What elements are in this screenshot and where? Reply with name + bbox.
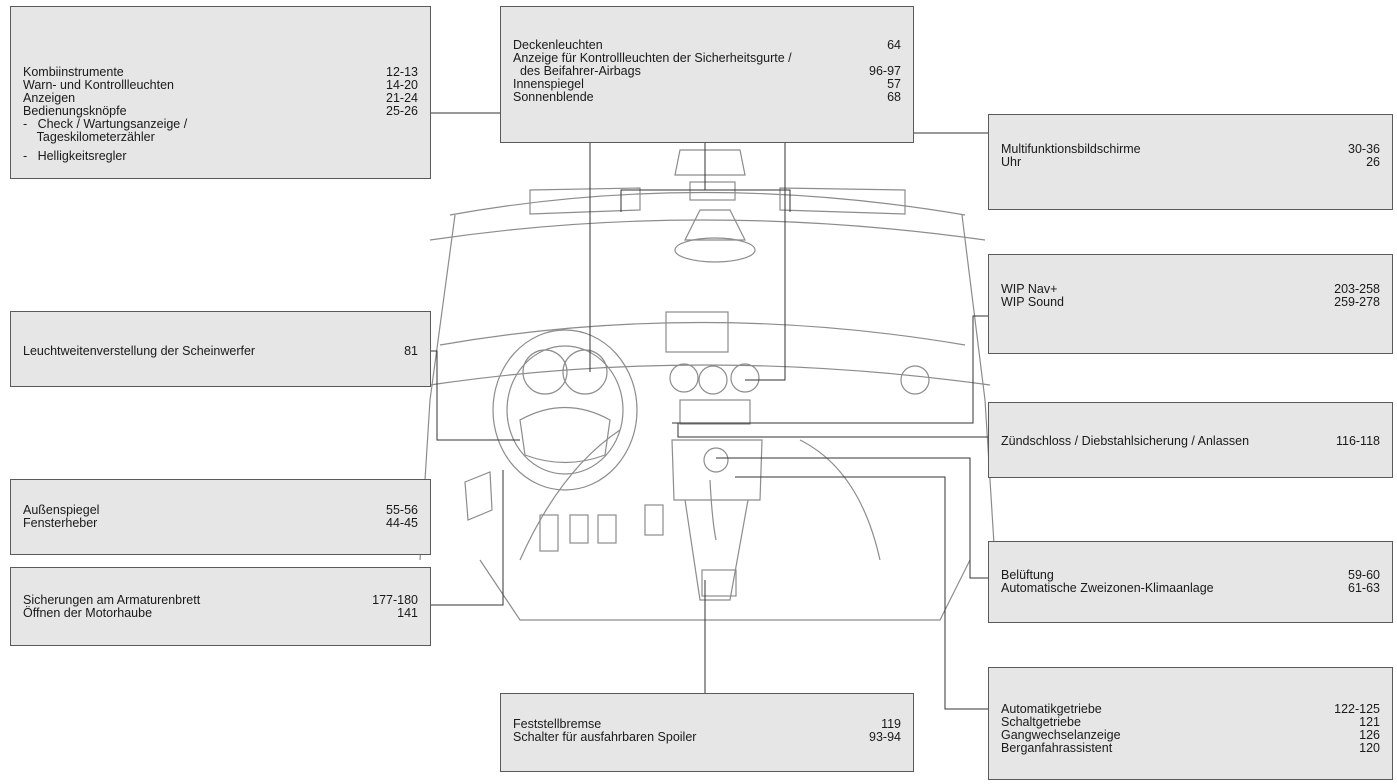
- item-label: Multifunktionsbildschirme: [1001, 143, 1141, 156]
- callout-ignition: Zündschloss / Diebstahlsicherung / Anlas…: [988, 402, 1393, 478]
- item-label: - Helligkeitsregler: [23, 150, 127, 163]
- item-page: 116-118: [1336, 435, 1380, 448]
- item-page: 259-278: [1334, 296, 1380, 309]
- item-page: 120: [1359, 742, 1380, 755]
- callout-headlamp: Leuchtweitenverstellung der Scheinwerfer…: [10, 311, 431, 387]
- item-label: Berganfahrassistent: [1001, 742, 1112, 755]
- item-label: Automatische Zweizonen-Klimaanlage: [1001, 582, 1214, 595]
- item-label: Zündschloss / Diebstahlsicherung / Anlas…: [1001, 435, 1249, 448]
- item-page: 44-45: [386, 517, 418, 530]
- item-label: Fensterheber: [23, 517, 97, 530]
- item-page: 64: [887, 39, 901, 52]
- item-label: Uhr: [1001, 156, 1021, 169]
- item-label: Leuchtweitenverstellung der Scheinwerfer: [23, 345, 255, 358]
- item-page: 25-26: [386, 105, 418, 118]
- item-page: 93-94: [869, 731, 901, 744]
- item-label: WIP Sound: [1001, 296, 1064, 309]
- item-label: Sonnenblende: [513, 91, 594, 104]
- item-page: 61-63: [1348, 582, 1380, 595]
- item-page: 26: [1366, 156, 1380, 169]
- item-label: Schalter für ausfahrbaren Spoiler: [513, 731, 696, 744]
- item-page: 81: [404, 345, 418, 358]
- item-page: 68: [887, 91, 901, 104]
- item-label: Öffnen der Motorhaube: [23, 607, 152, 620]
- item-label: Tageskilometerzähler: [23, 131, 155, 144]
- item-page: 141: [397, 607, 418, 620]
